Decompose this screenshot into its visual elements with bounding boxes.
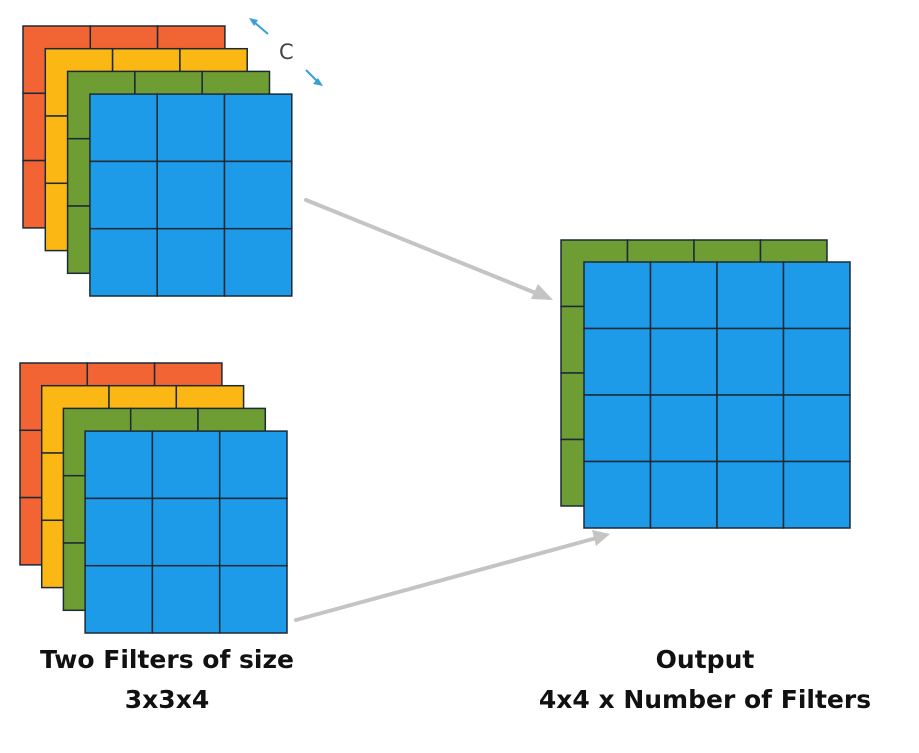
channel-axis-arrows: C (249, 18, 323, 86)
output-cell (782, 327, 851, 396)
output-cell (716, 460, 785, 529)
filter-1-cell (156, 227, 226, 297)
filter-2-cell (151, 430, 221, 500)
channel-arrow-down-icon (313, 78, 323, 86)
filter-1-cell (89, 227, 158, 297)
output-cell (716, 261, 785, 330)
output-cell (649, 327, 718, 396)
filters-caption-line-2: 3x3x4 (124, 685, 210, 714)
output-caption-line-2: 4x4 x Number of Filters (538, 685, 872, 714)
filter-1-cell (89, 160, 158, 230)
filter-2-cell (218, 430, 288, 500)
output-cell (782, 261, 851, 330)
filter-2-cell (151, 497, 221, 567)
filter-2-cell (84, 564, 154, 634)
filter-2-cell (218, 564, 288, 634)
output-cell (649, 261, 718, 330)
filter-1-cell (223, 227, 293, 297)
filter-2-cell (151, 564, 221, 634)
filter-1-cell (223, 93, 293, 163)
output-cell (782, 394, 851, 463)
output-cell (649, 460, 718, 529)
filter-1-cell (223, 160, 293, 230)
output-layer-2 (583, 261, 851, 529)
output-stack (560, 239, 851, 529)
output-caption-line-1: Output (655, 645, 755, 674)
output-cell (583, 394, 652, 463)
output-cell (716, 394, 785, 463)
filter-2-stack (19, 362, 288, 634)
filter-2-cell (84, 430, 154, 500)
filter-1-cell (89, 93, 158, 163)
filter-2-arrow-head-icon (592, 530, 610, 546)
output-cell (782, 460, 851, 529)
filter-1-cell (156, 160, 226, 230)
filters-caption: Two Filters of size 3x3x4 (0, 640, 334, 720)
filter-1-cell (156, 93, 226, 163)
filter-2-layer-4 (84, 430, 288, 634)
filter-2-to-output-arrow (294, 535, 602, 622)
channel-arrow-up-icon (249, 18, 258, 26)
output-cell (583, 460, 652, 529)
output-cell (649, 394, 718, 463)
output-cell (583, 261, 652, 330)
filter-1-stack (22, 25, 293, 297)
output-cell (583, 327, 652, 396)
filter-2-cell (218, 497, 288, 567)
output-cell (716, 327, 785, 396)
filters-caption-line-1: Two Filters of size (39, 645, 295, 674)
filter-1-to-output-arrow (304, 198, 550, 300)
filter-1-layer-4 (89, 93, 293, 297)
output-caption: Output 4x4 x Number of Filters (505, 640, 905, 720)
filter-1-arrow-head-icon (531, 284, 553, 300)
filter-2-cell (84, 497, 154, 567)
channel-axis-label: C (279, 40, 294, 64)
